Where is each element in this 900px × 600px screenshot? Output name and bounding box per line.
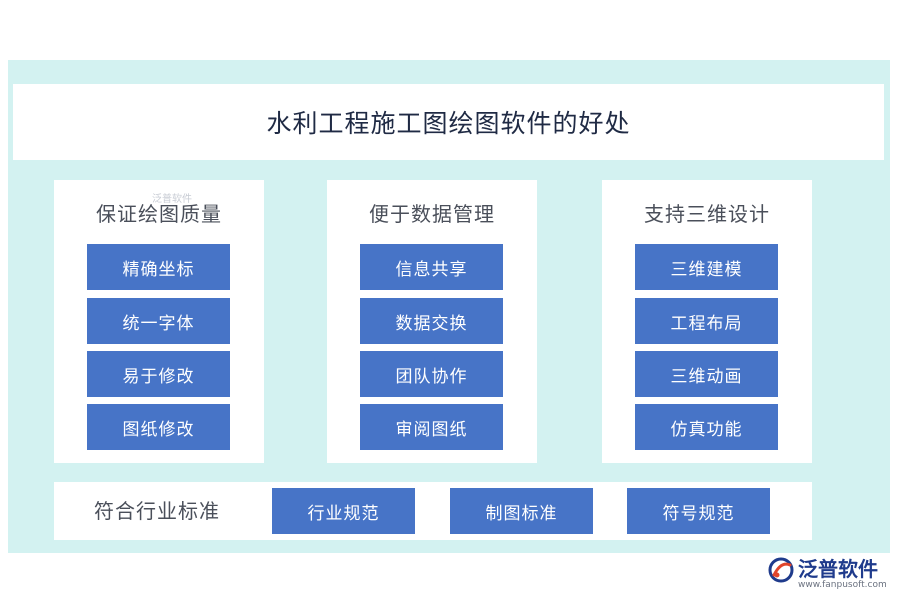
benefit-box: 审阅图纸 [360, 404, 503, 450]
benefit-box: 信息共享 [360, 244, 503, 290]
brand-logo: 泛普软件 www.fanpusoft.com [768, 553, 892, 595]
benefit-box: 精确坐标 [87, 244, 230, 290]
benefit-box: 三维动画 [635, 351, 778, 397]
benefit-box: 图纸修改 [87, 404, 230, 450]
benefit-box: 三维建模 [635, 244, 778, 290]
panel-data-management: 便于数据管理 信息共享 数据交换 团队协作 审阅图纸 [327, 180, 537, 463]
benefit-box: 统一字体 [87, 298, 230, 344]
panel-3d-design: 支持三维设计 三维建模 工程布局 三维动画 仿真功能 [602, 180, 812, 463]
benefit-box: 工程布局 [635, 298, 778, 344]
diagram-title: 水利工程施工图绘图软件的好处 [266, 109, 631, 138]
panel-drawing-quality: 保证绘图质量 精确坐标 统一字体 易于修改 图纸修改 [54, 180, 264, 463]
panel-title: 保证绘图质量 [96, 202, 222, 226]
benefit-box: 数据交换 [360, 298, 503, 344]
benefit-box: 仿真功能 [635, 404, 778, 450]
row-label: 符合行业标准 [94, 499, 220, 523]
logo-name: 泛普软件 [798, 557, 878, 581]
standard-box: 行业规范 [272, 488, 415, 534]
standard-box: 制图标准 [450, 488, 593, 534]
watermark: 泛普软件 [152, 194, 192, 205]
panel-title: 便于数据管理 [369, 202, 495, 226]
benefit-box: 易于修改 [87, 351, 230, 397]
industry-standards-row: 符合行业标准 行业规范 制图标准 符号规范 [54, 482, 812, 540]
standard-box: 符号规范 [627, 488, 770, 534]
panel-title: 支持三维设计 [644, 202, 770, 226]
title-box: 水利工程施工图绘图软件的好处 [13, 84, 884, 160]
logo-mark-icon [768, 557, 794, 583]
logo-url: www.fanpusoft.com [798, 580, 887, 590]
benefit-box: 团队协作 [360, 351, 503, 397]
